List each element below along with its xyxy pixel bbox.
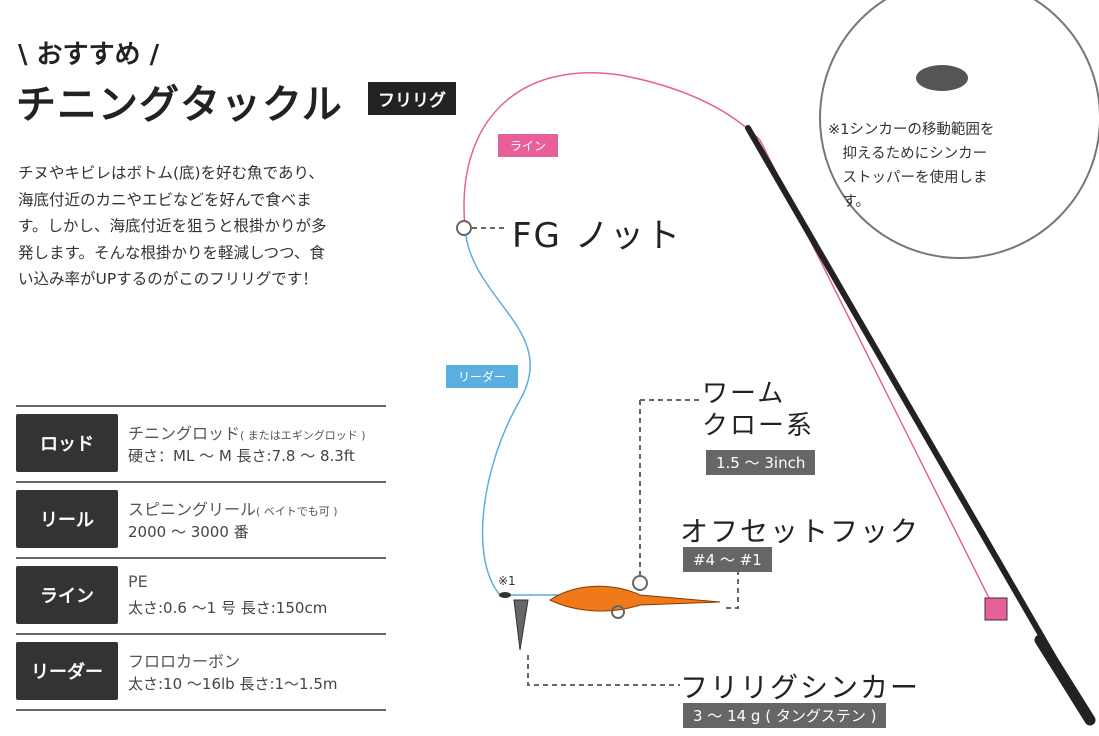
spec-name: チニングロッド( またはエギングロッド )	[128, 420, 366, 444]
worm-icon	[548, 585, 721, 612]
worm-label: ワーム クロー系	[702, 379, 815, 441]
sinker-icon	[513, 599, 529, 651]
hook-icon	[632, 575, 648, 591]
sinker-label: フリリグシンカー	[680, 671, 921, 704]
rod	[745, 125, 1093, 723]
divider	[16, 481, 386, 483]
spec-label: リーダー	[16, 642, 118, 700]
intro-text: チヌやキビレはボトム(底)を好む魚であり、 海底付近のカニやエビなどを好んで食べ…	[18, 164, 327, 288]
sinker-size: 3 ～ 14 g ( タングステン )	[683, 703, 887, 728]
rod-grip	[1034, 634, 1096, 726]
spec-note: ( またはエギングロッド )	[240, 429, 366, 442]
hook-size: #4 ～ #1	[683, 547, 772, 572]
spec-label: リール	[16, 490, 118, 548]
divider	[16, 557, 386, 559]
pe-line	[463, 71, 761, 229]
knot-label: FG ノット	[512, 216, 683, 256]
divider	[16, 709, 386, 711]
knot-icon	[456, 220, 472, 236]
spec-name-text: スピニングリール	[128, 500, 257, 519]
divider	[16, 405, 386, 407]
sinker-stopper-icon	[916, 65, 968, 91]
stopper-mark: ※1	[498, 574, 516, 588]
spec-detail: 太さ:0.6 ～1 号 長さ:150cm	[128, 599, 328, 617]
stopper-note: ※1シンカーの移動範囲を 抑えるためにシンカー ストッパーを使用しま す。	[828, 122, 995, 210]
spec-name: スピニングリール( ベイトでも可 )	[128, 496, 338, 520]
spec-label: ライン	[16, 566, 118, 624]
spec-note: ( ベイトでも可 )	[256, 505, 338, 518]
spec-detail: 太さ:10 ～16lb 長さ:1～1.5m	[128, 675, 338, 693]
detail-circle	[819, 0, 1099, 259]
worm-size: 1.5 ～ 3inch	[706, 450, 816, 475]
spec-row-line: ライン PE 太さ:0.6 ～1 号 長さ:150cm	[16, 566, 386, 624]
divider	[16, 633, 386, 635]
spec-detail: 硬さ：ML ～ M 長さ:7.8 ～ 8.3ft	[128, 447, 355, 465]
page-title: チニングタックル	[16, 82, 343, 128]
leader-line	[464, 227, 531, 596]
spec-name: PE	[128, 572, 148, 591]
spec-name-text: チニングロッド	[128, 424, 241, 443]
spec-name: フロロカーボン	[128, 652, 241, 671]
spec-row-rod: ロッド チニングロッド( またはエギングロッド ) 硬さ：ML ～ M 長さ:7…	[16, 414, 386, 472]
spec-row-reel: リール スピニングリール( ベイトでも可 ) 2000 ～ 3000 番	[16, 490, 386, 548]
spec-row-leader: リーダー フロロカーボン 太さ:10 ～16lb 長さ:1～1.5m	[16, 642, 386, 700]
reel-icon	[984, 597, 1008, 621]
rig-badge: フリリグ	[368, 82, 456, 115]
spec-detail: 2000 ～ 3000 番	[128, 523, 249, 541]
hook-label: オフセットフック	[680, 515, 921, 548]
line-tag: ライン	[498, 134, 559, 157]
leader-tag: リーダー	[446, 365, 519, 388]
subtitle: \ おすすめ /	[18, 40, 160, 70]
spec-label: ロッド	[16, 414, 118, 472]
